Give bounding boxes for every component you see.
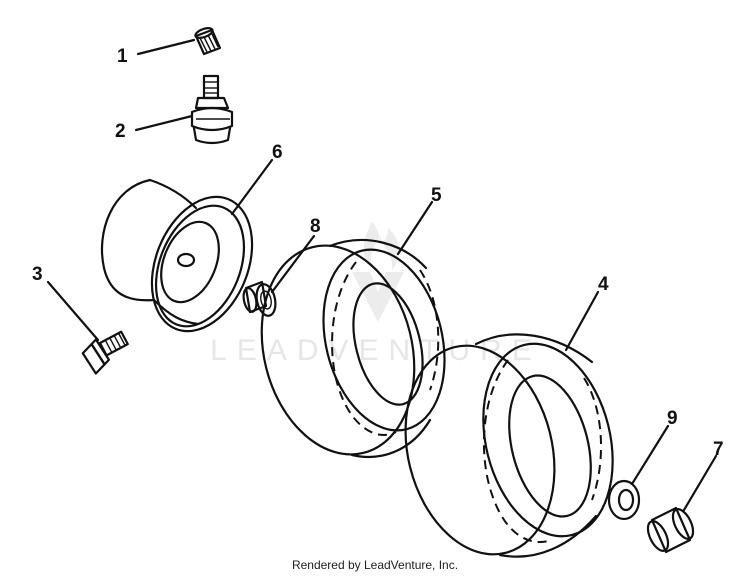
callout-4: 4 (598, 274, 609, 295)
bolt-icon (81, 330, 129, 375)
callout-6: 6 (272, 142, 283, 163)
watermark-text: LEADVENTURE (210, 334, 542, 367)
leader-line-9 (630, 424, 670, 486)
leader-line-2 (134, 114, 194, 132)
watermark: LEADVENTURE (210, 222, 542, 367)
flame-v-logo (352, 222, 404, 322)
callout-7: 7 (713, 439, 724, 460)
bushing-icon (242, 280, 277, 317)
callout-3: 3 (32, 264, 43, 285)
washer-icon (607, 479, 641, 521)
callout-9: 9 (667, 408, 678, 429)
leader-lines (46, 38, 718, 512)
callout-2: 2 (115, 121, 126, 142)
valve-cap-icon (194, 27, 222, 56)
callout-1: 1 (117, 46, 128, 67)
tire-icon (404, 333, 614, 558)
callouts: 1 2 3 4 5 6 7 8 9 (32, 46, 724, 460)
leader-line-1 (136, 38, 196, 56)
callout-5: 5 (431, 185, 442, 206)
leader-line-4 (564, 290, 600, 352)
callout-8: 8 (310, 216, 321, 237)
leader-line-8 (270, 234, 316, 294)
wheel-rim-icon (100, 178, 254, 333)
leader-line-5 (396, 200, 434, 256)
valve-stem-icon (190, 74, 234, 145)
leader-line-7 (682, 454, 718, 512)
bushing-icon (646, 506, 695, 554)
footer-credit: Rendered by LeadVenture, Inc. (291, 558, 459, 572)
leader-line-6 (230, 158, 274, 216)
leader-line-3 (46, 280, 100, 342)
